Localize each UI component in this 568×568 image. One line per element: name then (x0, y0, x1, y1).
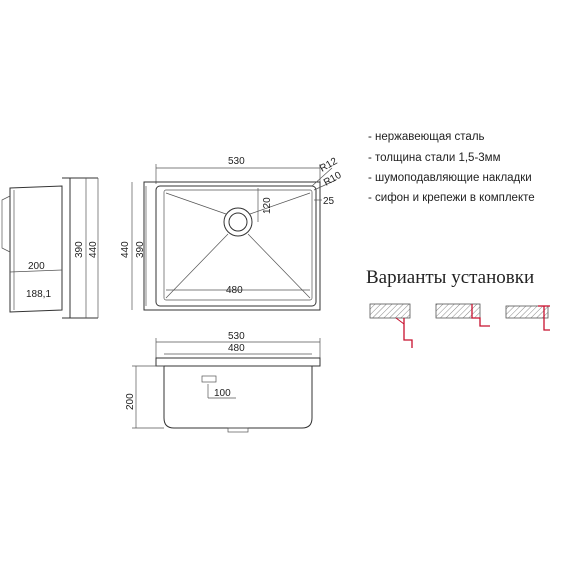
top-dim-120: 120 (262, 197, 273, 214)
front-dim-200: 200 (125, 393, 136, 410)
side-view: 200 188,1 390 440 (1, 177, 99, 319)
installation-title: Варианты установки (366, 267, 534, 288)
feature-item: - нержавеющая сталь (368, 131, 485, 143)
side-dim-188: 188,1 (26, 289, 51, 300)
top-dim-480: 480 (226, 285, 243, 296)
install-variant-overmount (505, 305, 550, 331)
front-dim-530: 530 (228, 331, 245, 342)
features-list: - нержавеющая сталь - толщина стали 1,5-… (368, 131, 535, 204)
side-dim-390: 390 (74, 241, 85, 258)
front-dim-100: 100 (214, 388, 231, 399)
top-dim-390: 390 (135, 241, 146, 258)
side-dim-200: 200 (28, 261, 45, 272)
top-dim-440: 440 (120, 241, 131, 258)
top-view: 530 480 440 390 120 R12 R10 25 (120, 156, 344, 311)
top-dim-530: 530 (228, 156, 245, 167)
install-variant-flush (435, 303, 490, 327)
install-variant-undermount (369, 303, 413, 348)
side-dim-440: 440 (88, 241, 99, 258)
feature-item: - сифон и крепежи в комплекте (368, 192, 535, 204)
feature-item: - толщина стали 1,5-3мм (368, 152, 501, 164)
front-view: 530 480 200 100 (125, 331, 321, 433)
front-dim-480: 480 (228, 343, 245, 354)
feature-item: - шумоподавляющие накладки (368, 172, 532, 184)
top-dim-25: 25 (323, 196, 335, 207)
